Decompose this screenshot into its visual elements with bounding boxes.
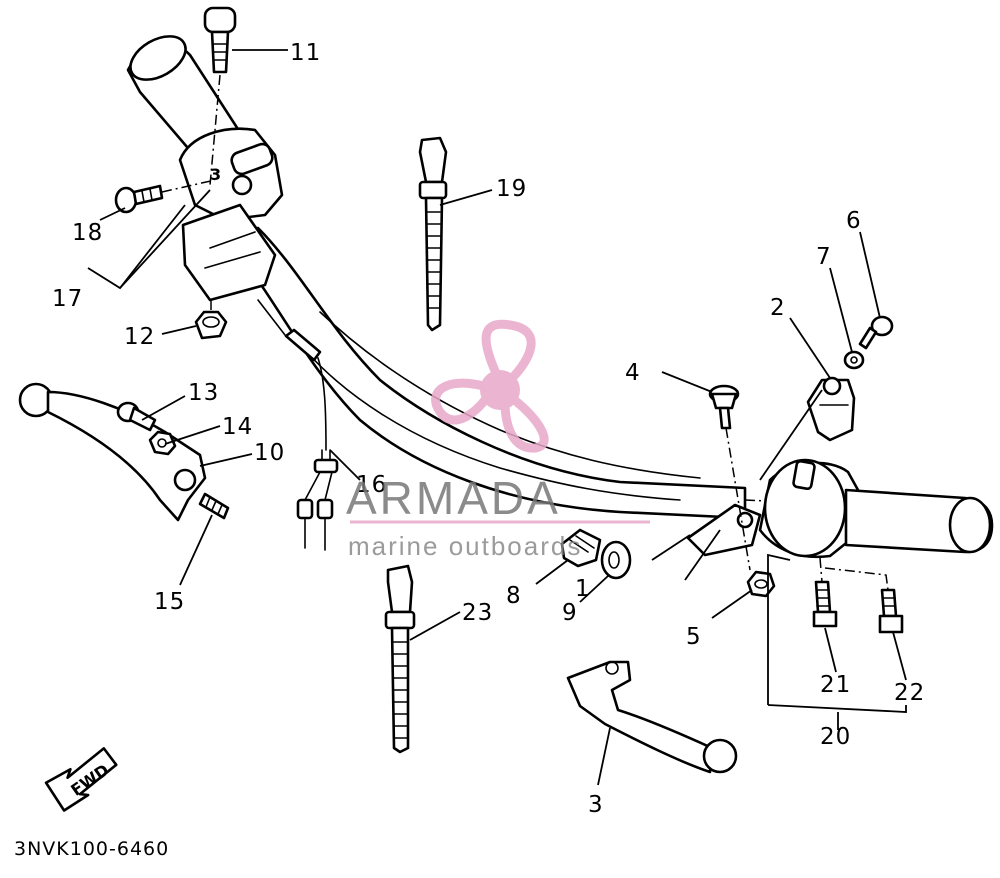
callout-18: 18 <box>72 220 103 246</box>
watermark-tagline: marine outboards <box>348 531 582 561</box>
right-grip <box>844 488 994 554</box>
callout-7: 7 <box>816 244 832 270</box>
screw-22 <box>824 567 904 634</box>
callout-16: 16 <box>356 472 387 498</box>
callout-4: 4 <box>625 360 641 386</box>
callout-3: 3 <box>588 792 604 818</box>
callout-8: 8 <box>506 583 522 609</box>
propeller-hub <box>480 370 520 410</box>
brake-master-cylinder <box>686 503 762 557</box>
propeller-logo-icon <box>431 319 549 453</box>
washer-9 <box>600 540 632 580</box>
nut-5 <box>746 570 776 598</box>
callout-5: 5 <box>686 624 702 650</box>
callout-11: 11 <box>290 40 321 66</box>
screw-15 <box>198 492 230 520</box>
cable-tie-19 <box>418 136 448 332</box>
callout-12: 12 <box>124 324 155 350</box>
collar-8 <box>560 528 602 568</box>
watermark-name: ARMADA <box>346 472 561 524</box>
callout-22: 22 <box>894 680 925 706</box>
callout-2: 2 <box>770 295 786 321</box>
washer-7 <box>843 350 865 370</box>
cable-tie-23 <box>384 564 416 754</box>
brake-lever-3 <box>566 660 738 774</box>
callouts: 1 2 3 4 5 6 7 8 9 10 11 12 13 14 15 16 1… <box>52 40 925 818</box>
callout-19: 19 <box>496 176 527 202</box>
nut-12 <box>194 300 228 340</box>
svg-text:3: 3 <box>210 165 221 184</box>
diagram-code: 3NVK100-6460 <box>14 838 169 860</box>
wire-lead-16 <box>257 299 339 551</box>
callout-6: 6 <box>846 208 862 234</box>
callout-23: 23 <box>462 600 493 626</box>
fwd-arrow: FWD <box>44 747 118 812</box>
armada-watermark: ARMADA marine outboards <box>346 319 650 561</box>
callout-14: 14 <box>222 414 253 440</box>
callout-15: 15 <box>154 589 185 615</box>
mirror-holder-2 <box>806 376 856 442</box>
nut-14 <box>148 430 177 456</box>
bolt-4 <box>708 384 751 571</box>
callout-20: 20 <box>820 724 851 750</box>
callout-17: 17 <box>52 286 83 312</box>
bolt-11 <box>203 6 237 186</box>
callout-21: 21 <box>820 672 851 698</box>
screw-18 <box>114 179 216 214</box>
left-switch-assembly: 3 <box>178 127 284 302</box>
callout-9: 9 <box>562 600 578 626</box>
throttle-housing-20 <box>758 458 860 559</box>
leader-lines <box>87 49 907 786</box>
screw-21 <box>812 557 838 628</box>
callout-13: 13 <box>188 380 219 406</box>
callout-1: 1 <box>575 576 591 602</box>
callout-10: 10 <box>254 440 285 466</box>
screw-6 <box>858 315 894 350</box>
clutch-lever-10 <box>18 382 207 522</box>
